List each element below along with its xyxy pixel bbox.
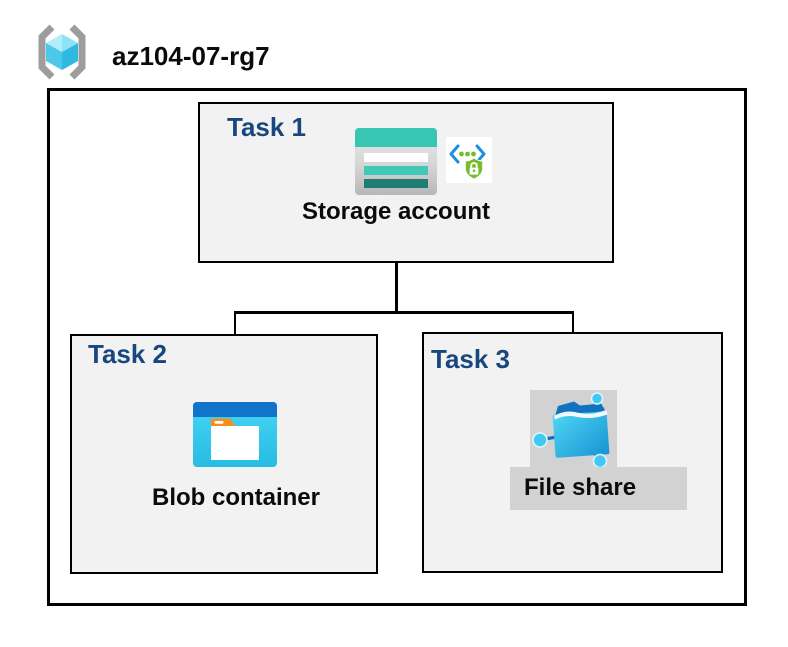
resource-group-icon: [38, 24, 86, 80]
blob-container-icon: [193, 402, 277, 467]
storage-account-label: Storage account: [301, 198, 491, 225]
task3-label: Task 3: [431, 344, 511, 374]
task1-label: Task 1: [227, 112, 307, 142]
task2-box: Task 2: [70, 334, 378, 574]
sas-secure-access-icon: [446, 137, 492, 183]
file-share-label-highlight: File share: [510, 467, 687, 510]
connector-junction-horizontal: [233, 311, 575, 314]
file-share-icon: [532, 392, 610, 469]
task2-label: Task 2: [88, 339, 168, 369]
file-share-label: File share: [524, 474, 637, 501]
resource-group-name: az104-07-rg7: [112, 41, 270, 71]
storage-account-icon: [355, 128, 437, 195]
connector-storage-to-junction: [395, 233, 398, 313]
blob-container-label: Blob container: [151, 484, 320, 511]
